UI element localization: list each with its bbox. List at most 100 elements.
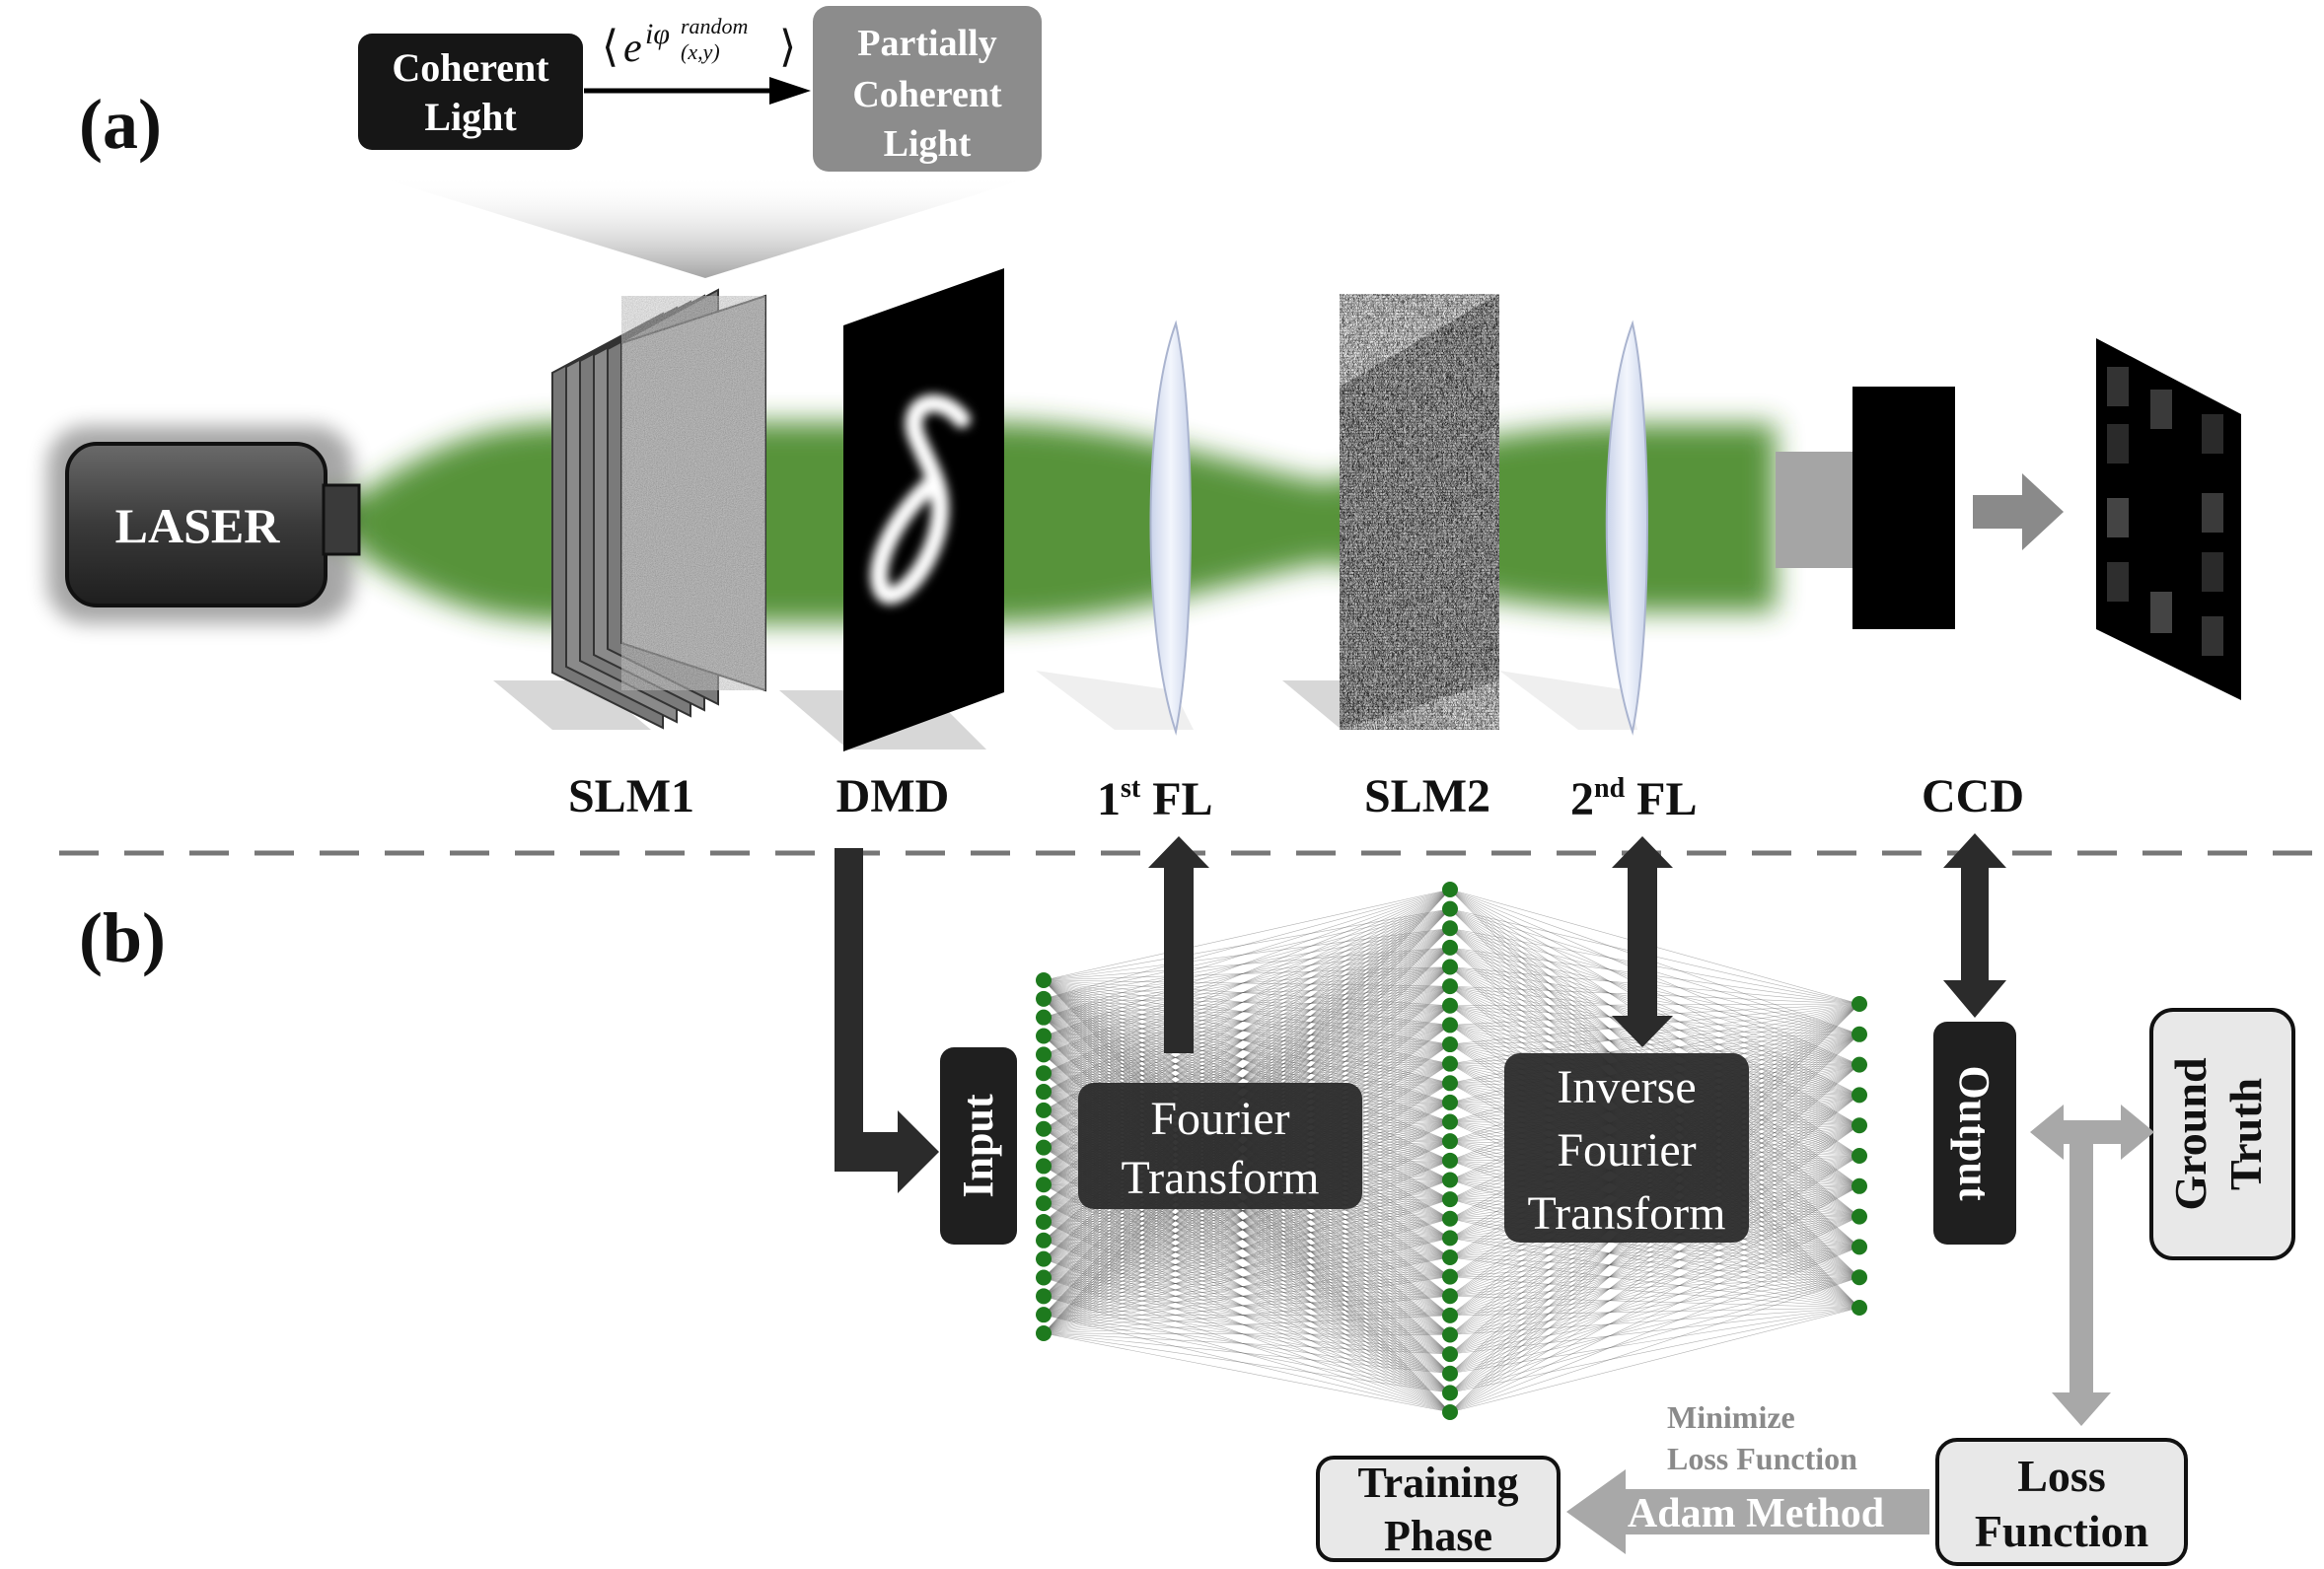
dmd-to-input-arrow <box>835 848 939 1193</box>
network-edge <box>1043 908 1451 981</box>
network-edge <box>1449 1216 1860 1297</box>
network-edge <box>1043 1202 1451 1375</box>
label-ccd: CCD <box>1922 770 2024 822</box>
network-node-layer-2 <box>1442 1307 1458 1323</box>
network-edge <box>1043 1160 1451 1297</box>
network-edge <box>1043 1240 1451 1277</box>
network-node-layer-3 <box>1852 1056 1867 1073</box>
network-node-layer-2 <box>1442 1248 1458 1265</box>
network-edge <box>1043 1218 1451 1223</box>
network-edge <box>1043 927 1451 1111</box>
network-edge <box>1043 927 1451 1074</box>
network-edge <box>1043 1140 1451 1297</box>
network-edge <box>1043 927 1451 1000</box>
partial-line2: Coherent <box>852 74 1002 115</box>
network-edge <box>1043 979 1451 987</box>
network-edge <box>1043 1238 1451 1334</box>
network-edge <box>1043 889 1451 1018</box>
network-edge <box>1449 1034 1860 1045</box>
network-edge <box>1043 1296 1451 1375</box>
network-edge <box>1043 1183 1451 1375</box>
network-edge <box>1043 947 1451 1093</box>
network-edge <box>1043 1054 1451 1064</box>
network-edge <box>1043 889 1451 1036</box>
network-edge <box>1043 1315 1451 1334</box>
network-edge <box>1449 1256 1860 1278</box>
network-edge <box>1449 1124 1860 1413</box>
network-edge <box>1043 1256 1451 1259</box>
network-edge <box>1449 1276 1860 1297</box>
network-edge <box>1043 1202 1451 1297</box>
network-edge <box>1043 1218 1451 1259</box>
network-edge <box>1043 1296 1451 1335</box>
network-edge <box>1449 1276 1860 1317</box>
network-edge <box>1043 1043 1451 1055</box>
network-edge <box>1043 1256 1451 1278</box>
network-edge <box>1043 908 1451 1093</box>
phase-superscript: random <box>681 14 748 38</box>
network-edge <box>1043 1202 1451 1355</box>
coherent-light-line2: Light <box>424 95 517 139</box>
network-edge <box>1043 1277 1451 1375</box>
network-node-layer-2 <box>1442 1268 1458 1285</box>
network-node-layer-3 <box>1852 1148 1867 1164</box>
fl2-sup: nd <box>1594 773 1626 804</box>
network-edge <box>1449 1247 1860 1413</box>
network-edge <box>1043 889 1451 1074</box>
ccd-to-output-double-arrow <box>1943 833 2006 1018</box>
loss-line2: Function <box>1975 1506 2148 1556</box>
network-edge <box>1043 1295 1451 1316</box>
network-edge <box>1043 966 1451 1055</box>
network-edge <box>1449 1256 1860 1309</box>
network-edge <box>1043 947 1451 1074</box>
network-edge <box>1043 1277 1451 1297</box>
network-edge <box>1449 908 1860 1187</box>
network-node-layer-2 <box>1442 978 1458 995</box>
network-edge <box>1043 1258 1451 1335</box>
network-edge <box>1043 947 1451 1000</box>
network-edge <box>1043 1240 1451 1413</box>
network-node-layer-3 <box>1852 996 1867 1012</box>
network-edge <box>1449 1247 1860 1258</box>
network-edge <box>1449 1216 1860 1375</box>
network-edge <box>1043 985 1451 1036</box>
network-edge <box>1043 1314 1451 1355</box>
coherent-light-box: Coherent Light <box>358 34 583 150</box>
network-edge <box>1449 1216 1860 1393</box>
network-edge <box>1043 1140 1451 1316</box>
network-edge <box>1043 1276 1451 1297</box>
network-edge <box>1043 927 1451 1018</box>
network-edge <box>1043 1258 1451 1413</box>
network-edge <box>1043 1005 1451 1018</box>
network-node-layer-2 <box>1442 997 1458 1014</box>
network-node-layer-1 <box>1036 1120 1052 1137</box>
network-edge <box>1043 998 1451 1026</box>
network-edge <box>1043 1202 1451 1317</box>
partial-line1: Partially <box>857 23 996 64</box>
network-edge <box>1043 1183 1451 1355</box>
network-edge <box>1043 1102 1451 1334</box>
network-node-layer-2 <box>1442 1036 1458 1053</box>
network-edge <box>1043 1296 1451 1393</box>
output-box: Output <box>1933 1022 2016 1245</box>
network-edge <box>1043 966 1451 1074</box>
network-edge <box>1043 1179 1451 1242</box>
minimize-line2: Loss Function <box>1667 1441 1857 1476</box>
network-edge <box>1043 1238 1451 1297</box>
network-edge <box>1043 908 1451 1000</box>
network-edge <box>1043 1277 1451 1335</box>
network-edge <box>1043 1218 1451 1316</box>
network-edge <box>1043 1179 1451 1297</box>
phase-open-bracket: ⟨ <box>602 23 618 71</box>
network-edge <box>1449 1295 1860 1309</box>
network-edge <box>1043 1276 1451 1316</box>
network-edge <box>1449 947 1860 1126</box>
network-node-layer-3 <box>1852 1087 1867 1104</box>
network-edge <box>1449 1216 1860 1317</box>
network-edge <box>1043 1025 1451 1074</box>
network-node-layer-2 <box>1442 959 1458 975</box>
network-edge <box>1043 979 1451 1162</box>
network-edge <box>1043 966 1451 981</box>
network-node-layer-1 <box>1036 1102 1052 1118</box>
network-edge <box>1449 947 1860 1157</box>
